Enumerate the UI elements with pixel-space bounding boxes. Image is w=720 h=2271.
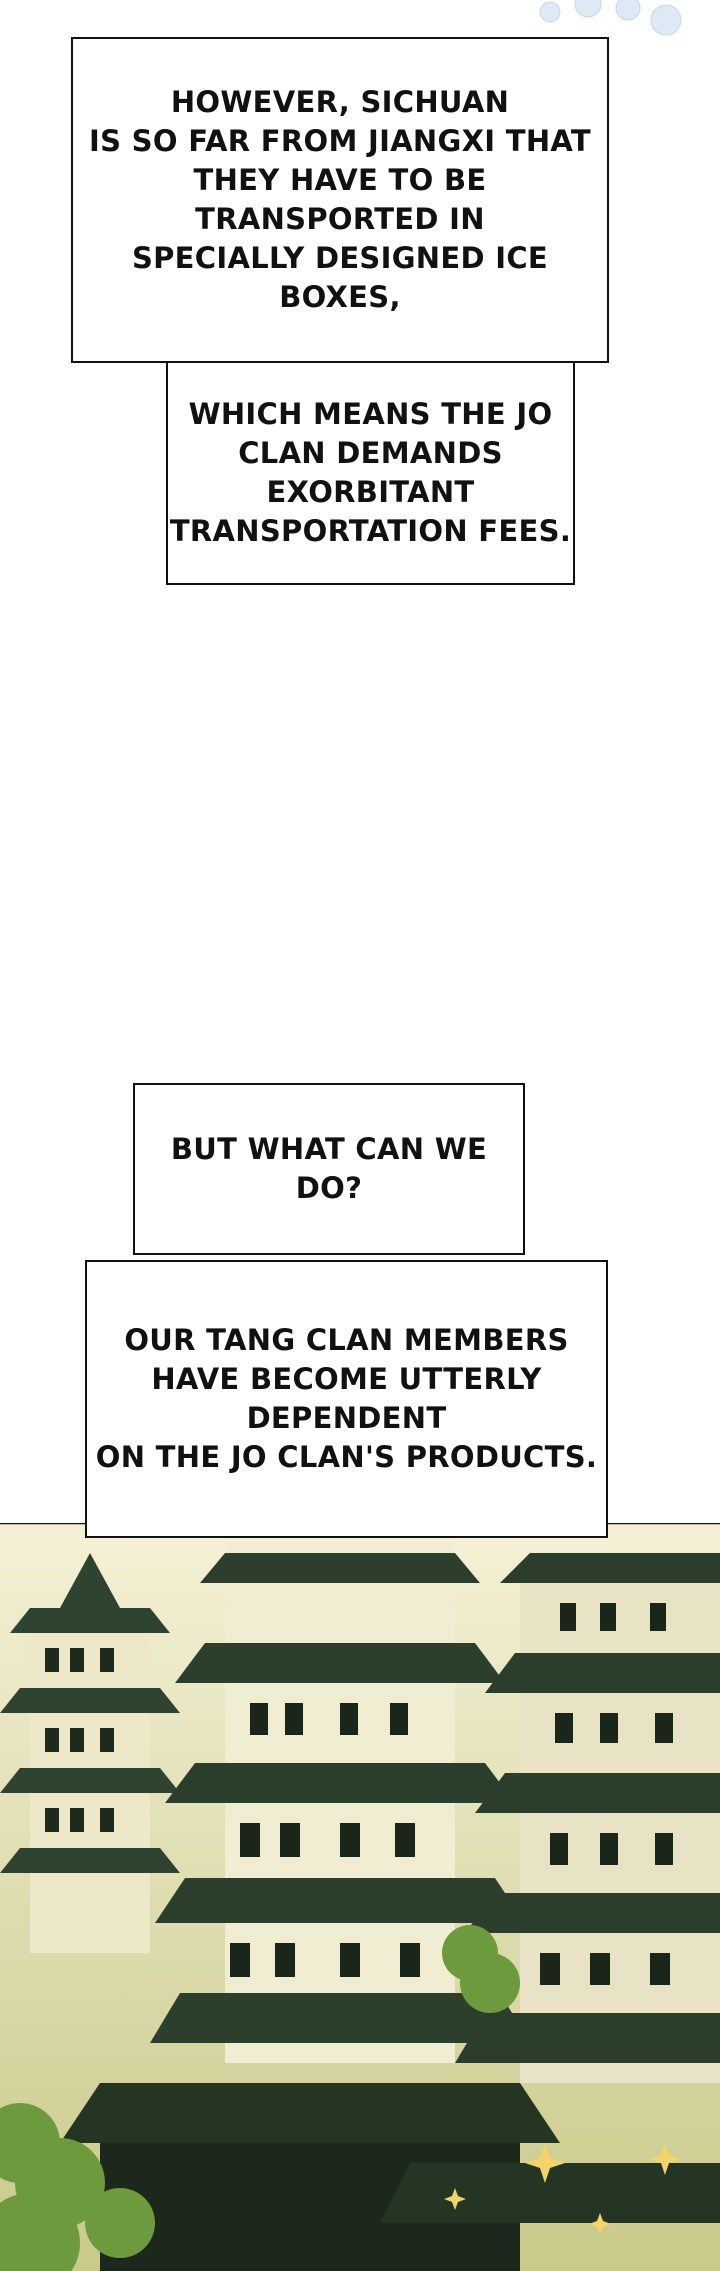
pagoda-scene-svg: [0, 1523, 720, 2271]
speech-box-4: Our Tang clan members have become utterl…: [85, 1260, 608, 1538]
snowflake-decoration: [539, 0, 682, 36]
pagoda-left: [0, 1553, 180, 1953]
pagoda-scene-illustration: [0, 1523, 720, 2271]
pagoda-center: [150, 1543, 530, 2063]
sparkles: [444, 2143, 681, 2235]
speech-box-2-text: Which means the Jo clan demands exorbita…: [169, 397, 572, 548]
pagoda-right: [455, 1553, 720, 2083]
speech-box-2: Which means the Jo clan demands exorbita…: [166, 361, 575, 585]
foliage: [0, 1925, 520, 2271]
speech-box-3: But what can we do?: [133, 1083, 525, 1255]
speech-box-1: However, Sichuan is so far from Jiangxi …: [71, 37, 609, 363]
speech-box-3-text: But what can we do?: [170, 1132, 488, 1205]
speech-box-1-text: However, Sichuan is so far from Jiangxi …: [89, 85, 591, 314]
foreground-roofs: [60, 2083, 720, 2271]
speech-box-4-text: Our Tang clan members have become utterl…: [95, 1323, 598, 1474]
